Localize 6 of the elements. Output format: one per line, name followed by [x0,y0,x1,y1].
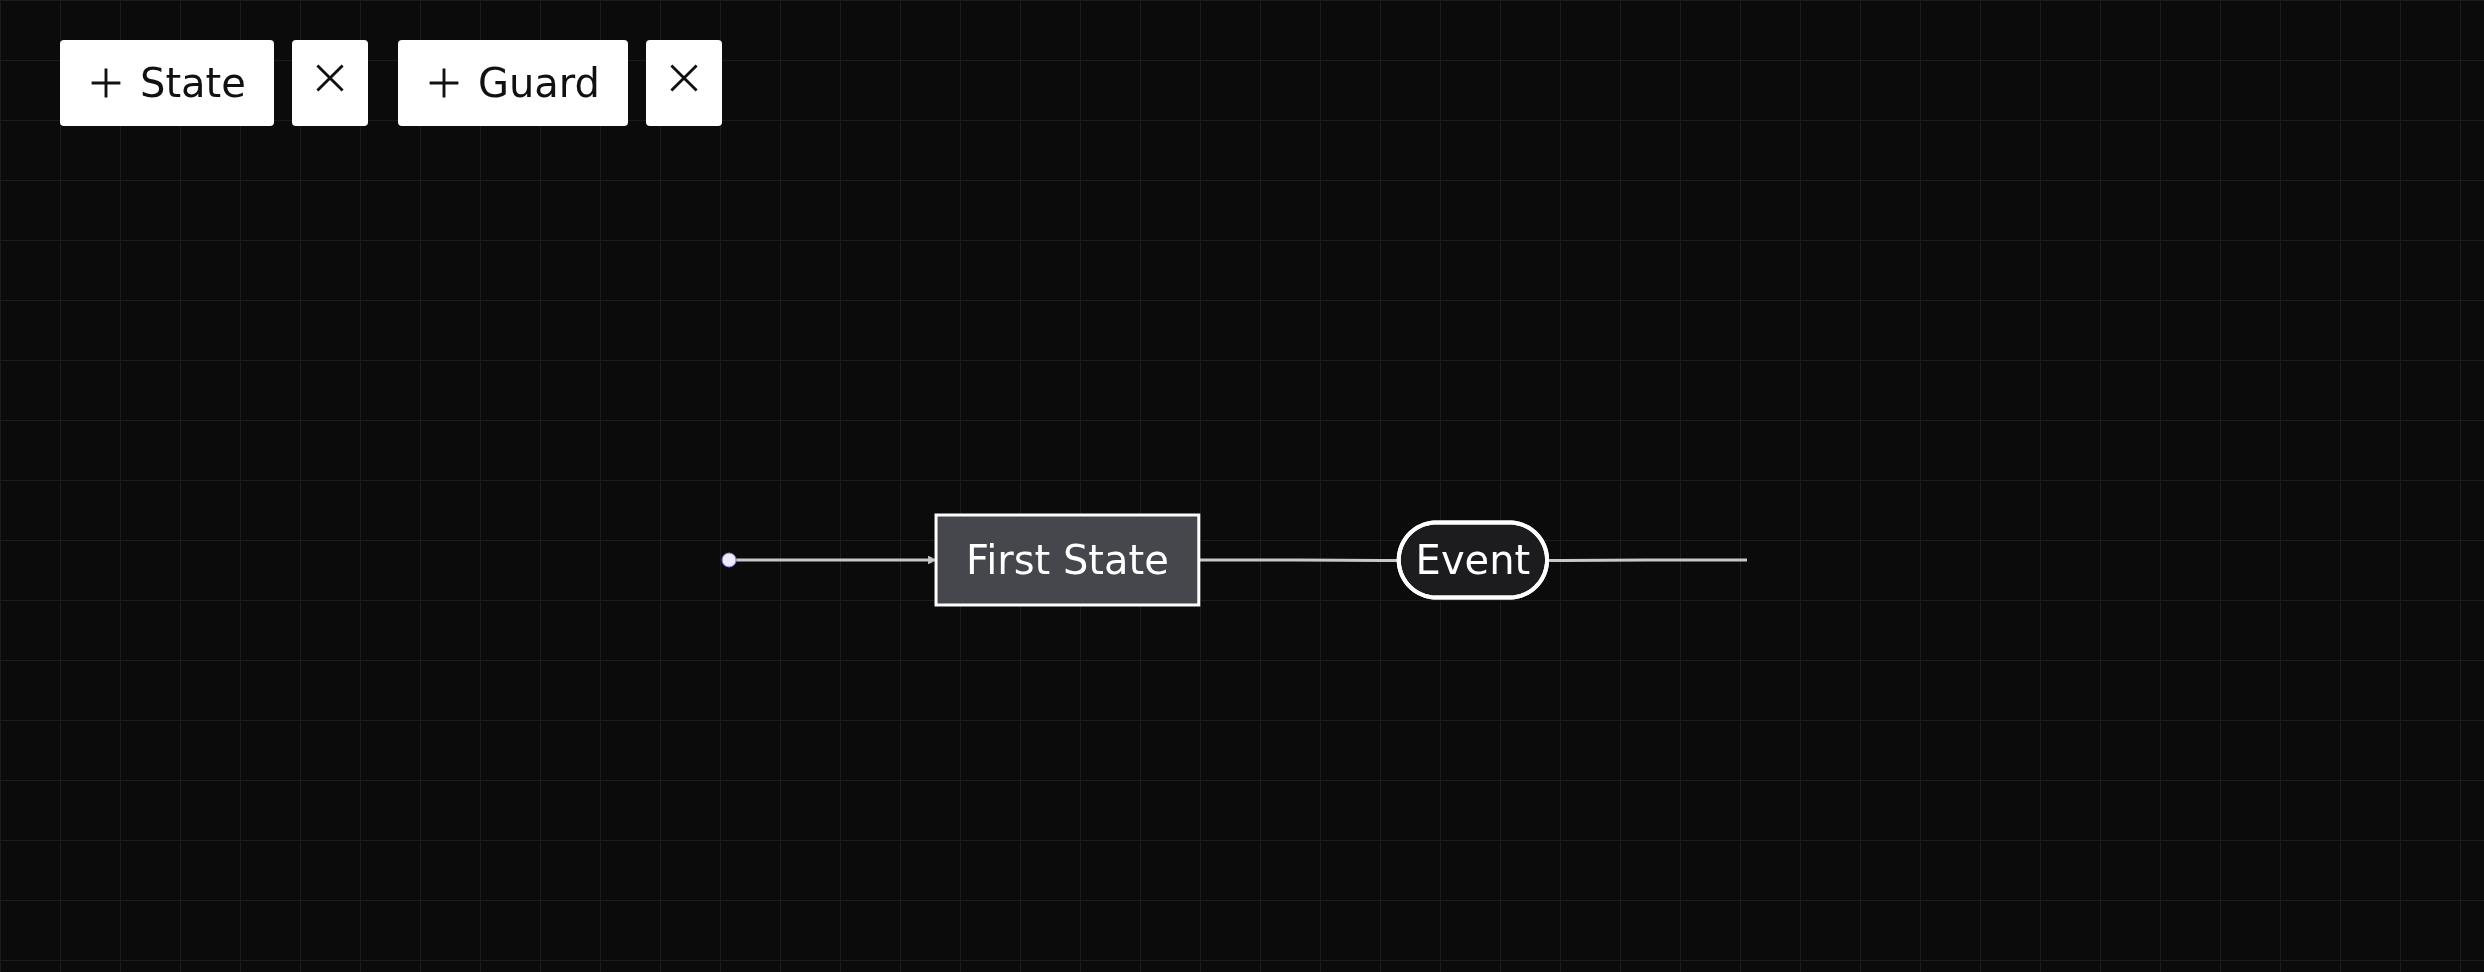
connector [1548,558,1748,562]
add-button: State [60,40,274,126]
node-box: First State [935,513,1201,607]
add-button: Guard [397,40,628,126]
arrow [736,555,937,565]
node-circle [722,552,737,568]
